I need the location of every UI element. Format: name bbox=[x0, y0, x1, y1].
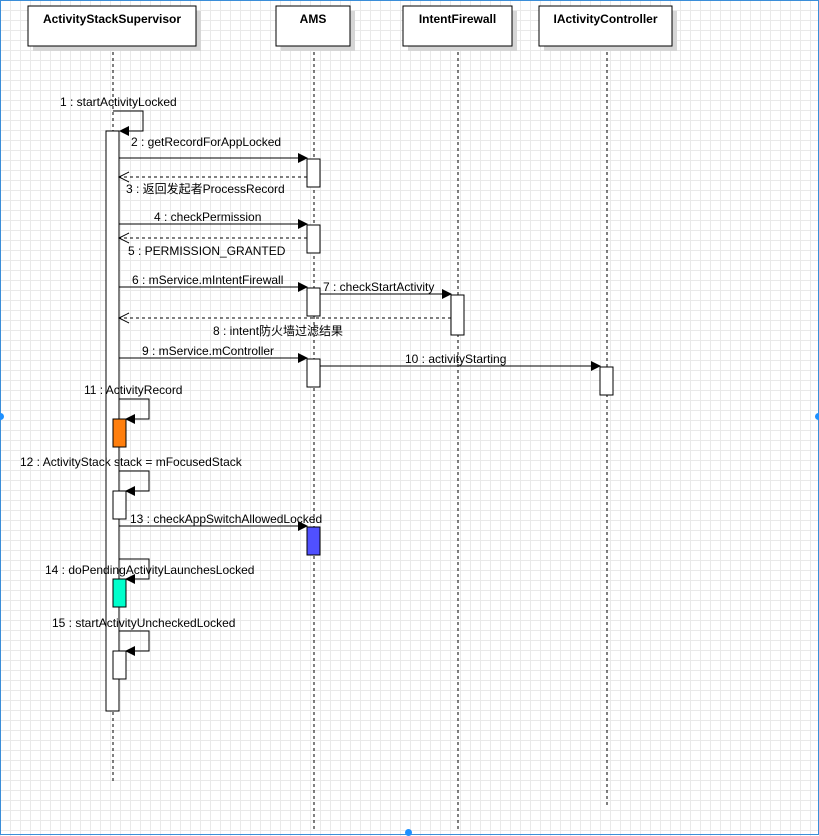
participant-name: ActivityStackSupervisor bbox=[43, 12, 181, 26]
message-label: 7 : checkStartActivity bbox=[323, 280, 434, 294]
message-1[interactable]: 1 : startActivityLocked bbox=[60, 95, 177, 136]
open-arrowhead bbox=[117, 312, 130, 324]
activation-bar-10[interactable] bbox=[306, 526, 321, 556]
message-12[interactable]: 12 : ActivityStack stack = mFocusedStack bbox=[20, 455, 243, 496]
participant-ifw[interactable]: IntentFirewall bbox=[402, 5, 517, 51]
participant-box bbox=[402, 5, 513, 47]
message-label: 1 : startActivityLocked bbox=[60, 95, 177, 109]
activation-bar-6[interactable] bbox=[306, 358, 321, 388]
message-14[interactable]: 14 : doPendingActivityLaunchesLocked bbox=[45, 558, 254, 584]
message-8[interactable]: 8 : intent防火墙过滤结果 bbox=[117, 312, 451, 338]
activation-bar-3[interactable] bbox=[306, 224, 321, 254]
message-9[interactable]: 9 : mService.mController bbox=[119, 344, 308, 363]
participant-iac[interactable]: IActivityController bbox=[538, 5, 677, 51]
activation-bar-7[interactable] bbox=[599, 366, 614, 396]
message-label: 14 : doPendingActivityLaunchesLocked bbox=[45, 563, 254, 577]
resize-handle-right[interactable] bbox=[815, 413, 819, 420]
participant-ass[interactable]: ActivityStackSupervisor bbox=[27, 5, 201, 51]
activation-bar-4[interactable] bbox=[306, 287, 321, 317]
message-label: 2 : getRecordForAppLocked bbox=[131, 135, 281, 149]
activation-bar-11[interactable] bbox=[112, 578, 127, 608]
message-label: 5 : PERMISSION_GRANTED bbox=[128, 244, 286, 258]
message-3[interactable]: 3 : 返回发起者ProcessRecord bbox=[117, 171, 307, 196]
participant-name: IntentFirewall bbox=[419, 12, 496, 26]
message-label: 4 : checkPermission bbox=[154, 210, 261, 224]
activation-bar-5[interactable] bbox=[450, 294, 465, 336]
message-11[interactable]: 11 : ActivityRecord bbox=[84, 383, 182, 424]
message-arrow bbox=[119, 398, 150, 424]
participant-box bbox=[27, 5, 197, 47]
open-arrowhead bbox=[117, 232, 130, 244]
activation-bar-12[interactable] bbox=[112, 650, 127, 680]
participant-ams[interactable]: AMS bbox=[275, 5, 355, 51]
message-label: 11 : ActivityRecord bbox=[84, 383, 182, 397]
participant-name: AMS bbox=[300, 12, 327, 26]
message-arrow bbox=[119, 630, 150, 656]
message-label: 9 : mService.mController bbox=[142, 344, 274, 358]
activation-bar-9[interactable] bbox=[112, 490, 127, 520]
message-7[interactable]: 7 : checkStartActivity bbox=[320, 280, 452, 299]
message-label: 10 : activityStarting bbox=[405, 352, 506, 366]
message-label: 6 : mService.mIntentFirewall bbox=[132, 273, 283, 287]
resize-handle-left[interactable] bbox=[0, 413, 4, 420]
message-label: 8 : intent防火墙过滤结果 bbox=[213, 323, 343, 338]
activation-bar-2[interactable] bbox=[306, 158, 321, 188]
message-label: 12 : ActivityStack stack = mFocusedStack bbox=[20, 455, 243, 469]
open-arrowhead bbox=[117, 171, 130, 183]
message-13[interactable]: 13 : checkAppSwitchAllowedLocked bbox=[119, 512, 322, 531]
message-label: 13 : checkAppSwitchAllowedLocked bbox=[130, 512, 322, 526]
message-2[interactable]: 2 : getRecordForAppLocked bbox=[119, 135, 308, 163]
message-arrow bbox=[119, 558, 150, 584]
message-4[interactable]: 4 : checkPermission bbox=[119, 210, 308, 229]
participant-name: IActivityController bbox=[553, 12, 657, 26]
message-5[interactable]: 5 : PERMISSION_GRANTED bbox=[117, 232, 307, 258]
participant-box bbox=[538, 5, 673, 47]
message-arrow bbox=[113, 110, 144, 136]
message-6[interactable]: 6 : mService.mIntentFirewall bbox=[119, 273, 308, 292]
message-label: 15 : startActivityUncheckedLocked bbox=[52, 616, 235, 630]
message-arrow bbox=[119, 470, 150, 496]
message-label: 3 : 返回发起者ProcessRecord bbox=[126, 181, 285, 196]
message-10[interactable]: 10 : activityStarting bbox=[320, 352, 601, 371]
participant-box bbox=[275, 5, 351, 47]
activation-bar-8[interactable] bbox=[112, 418, 127, 448]
resize-handle-bottom[interactable] bbox=[405, 829, 412, 836]
message-15[interactable]: 15 : startActivityUncheckedLocked bbox=[52, 616, 235, 656]
